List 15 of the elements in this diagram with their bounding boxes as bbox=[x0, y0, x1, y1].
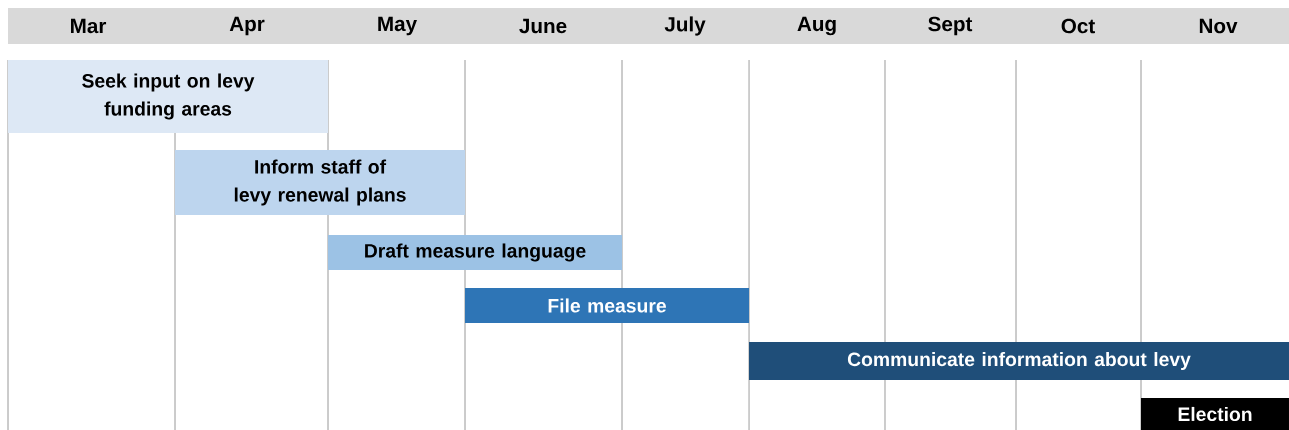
month-label: Nov bbox=[1199, 18, 1238, 34]
month-label: May bbox=[378, 16, 417, 36]
task-bar: Inform staff of levy renewal plans bbox=[175, 150, 465, 215]
month-label: June bbox=[519, 18, 567, 34]
month-label: Sept bbox=[928, 16, 973, 36]
month-label: Apr bbox=[229, 16, 265, 36]
task-bar: Draft measure language bbox=[328, 235, 622, 270]
month-label: Mar bbox=[71, 18, 107, 34]
task-bar: Election bbox=[1141, 398, 1289, 430]
task-bar: File measure bbox=[465, 288, 749, 323]
task-bar: Communicate information about levy bbox=[749, 342, 1289, 380]
month-label: July bbox=[664, 16, 706, 36]
month-label: Aug bbox=[797, 16, 836, 36]
month-label: Oct bbox=[1061, 18, 1095, 34]
task-bar: Seek input on levy funding areas bbox=[8, 60, 328, 133]
